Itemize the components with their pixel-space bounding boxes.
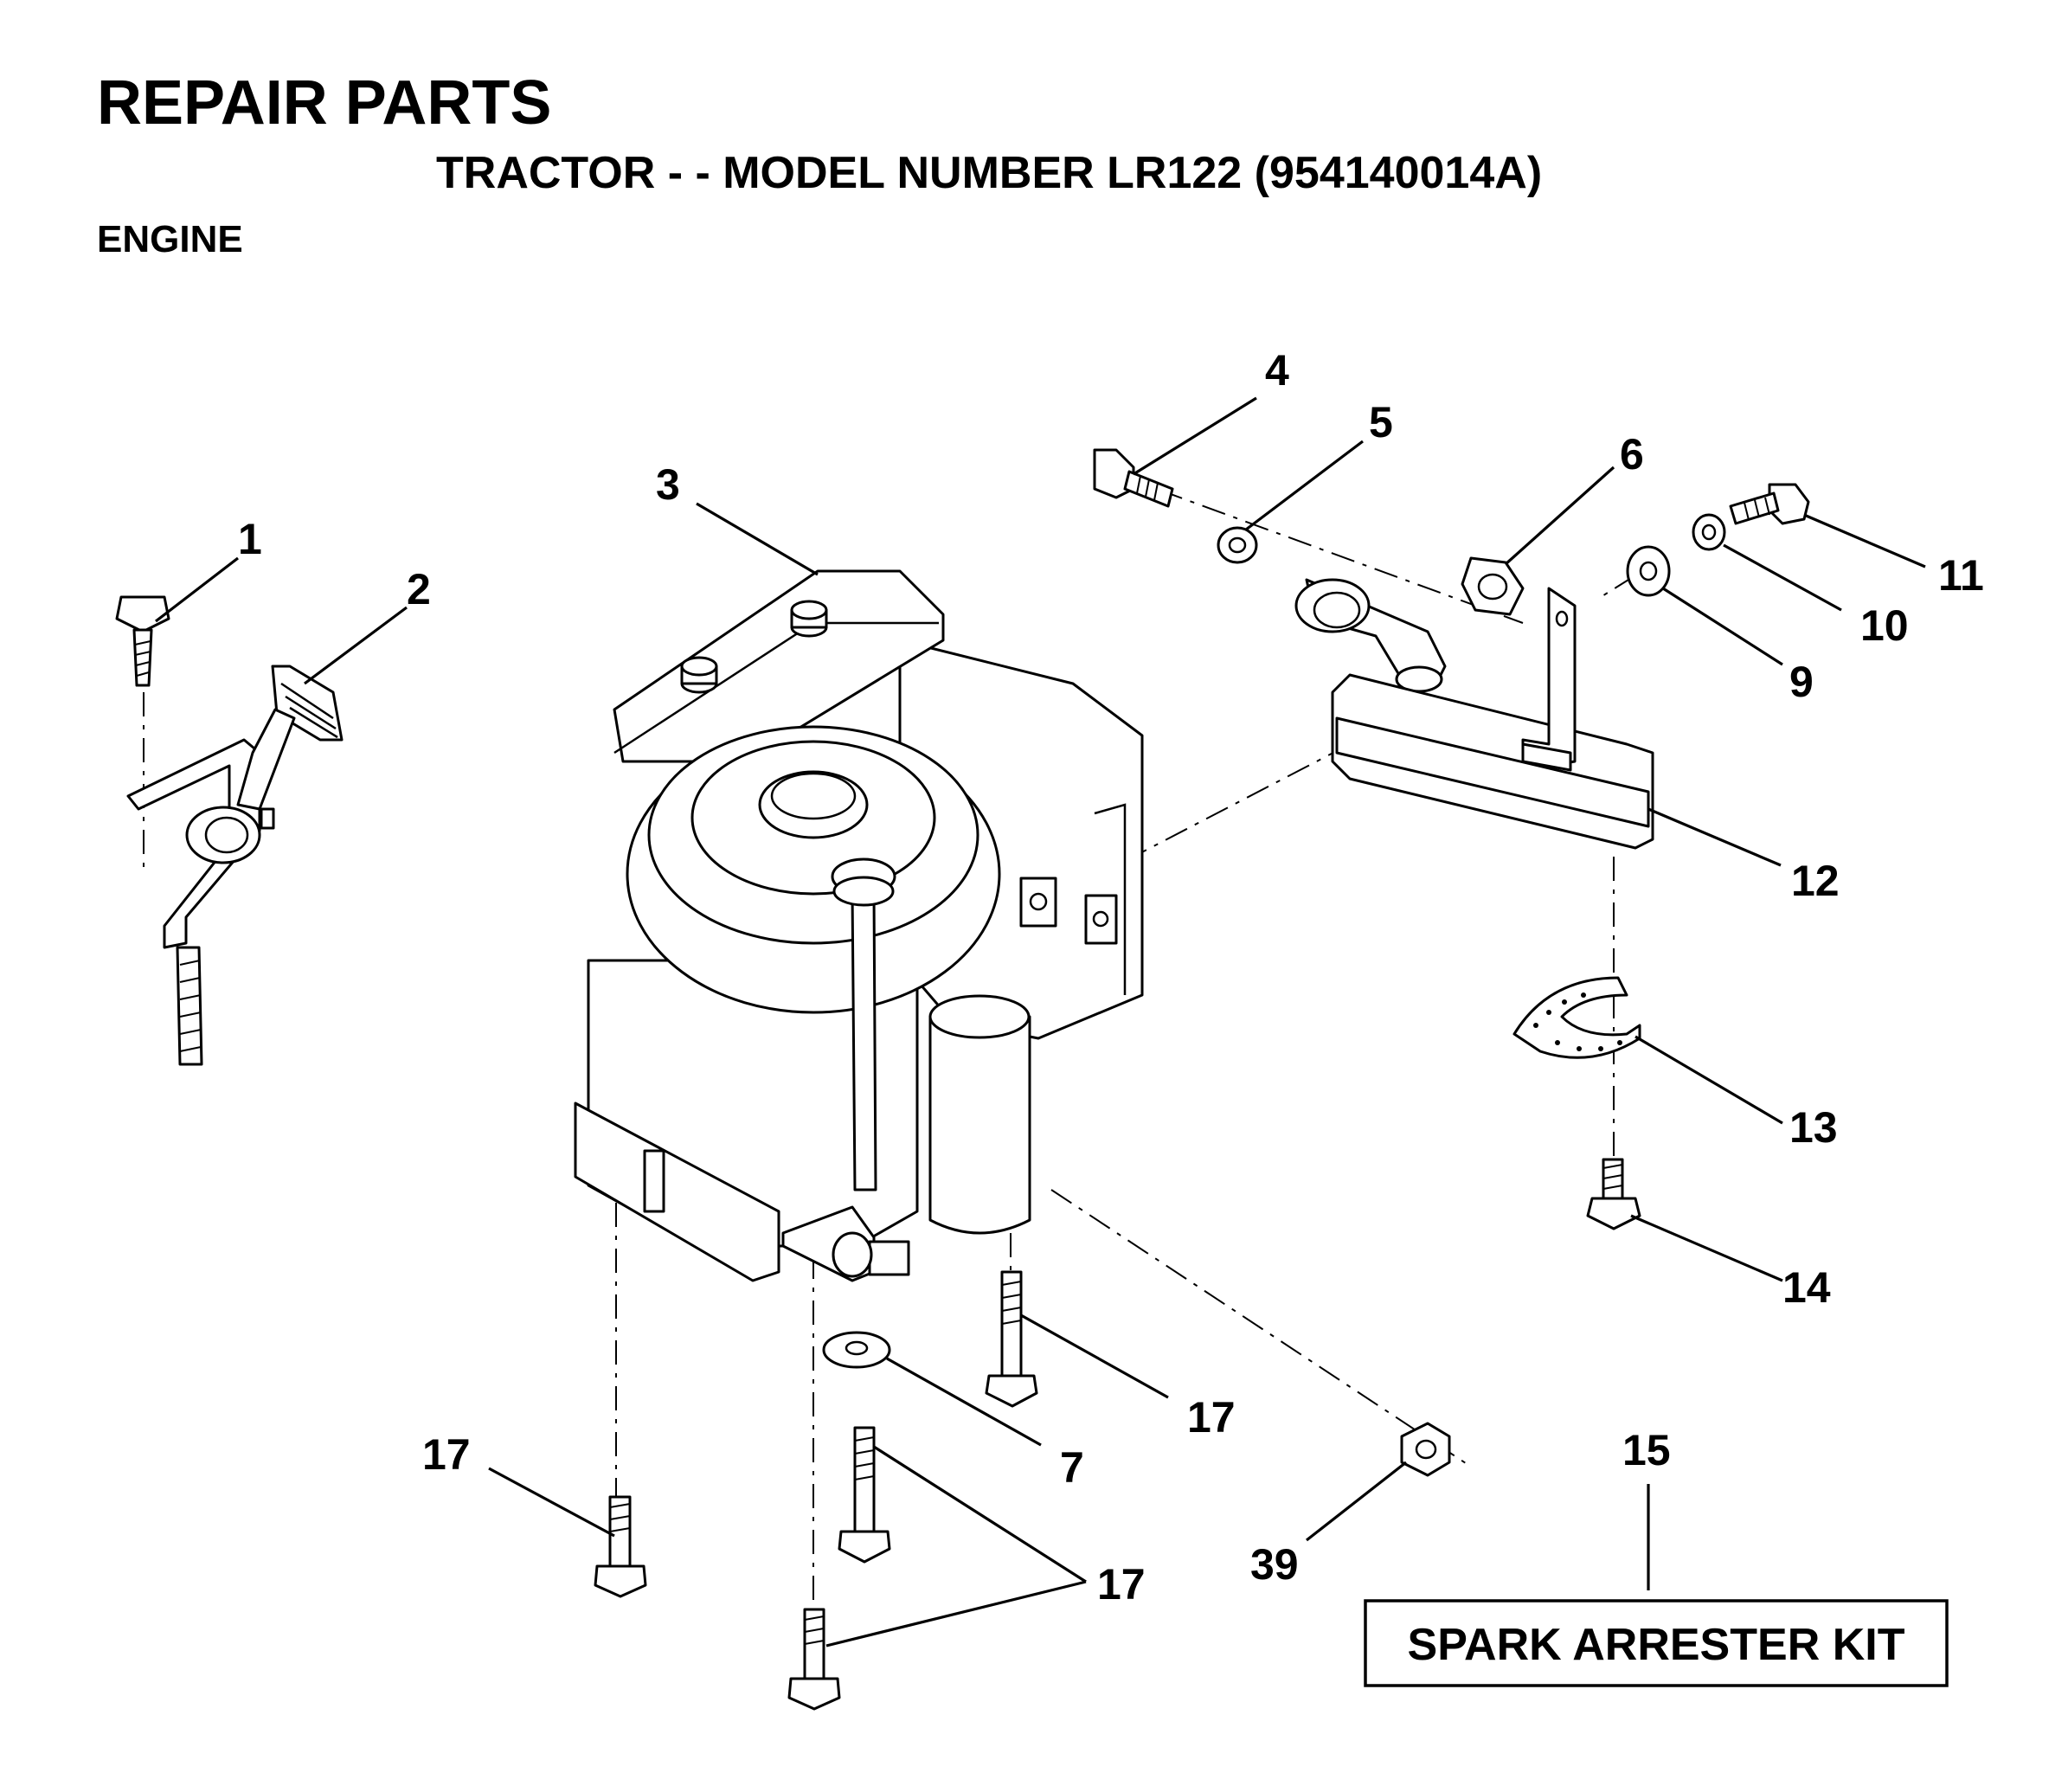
throttle-stud	[176, 946, 203, 1066]
mount-tab-b	[1084, 894, 1118, 945]
throttle-lever-arm	[236, 708, 296, 811]
callout-9: 9	[1789, 658, 1814, 706]
nut-39	[1400, 1422, 1451, 1477]
shroud-hub	[758, 770, 869, 839]
leader-14	[1630, 1214, 1783, 1282]
lockwasher-10	[1692, 513, 1726, 551]
oil-filter	[928, 1015, 1031, 1235]
exhaust-elbow-flange	[1294, 578, 1371, 633]
callout-17-right: 17	[1187, 1393, 1236, 1442]
section-label: ENGINE	[97, 218, 243, 260]
leader-5	[1245, 440, 1364, 531]
leader-6	[1504, 466, 1615, 566]
dipstick-tube	[851, 890, 877, 1191]
dipstick-handle-base	[832, 876, 895, 907]
engine-assembly	[574, 569, 1144, 1282]
sump-boss	[643, 1149, 665, 1213]
callout-12: 12	[1791, 857, 1840, 905]
top-cap-right-top	[790, 600, 828, 620]
bolt-1-shank	[132, 628, 153, 687]
lower-hardware	[594, 1270, 1451, 1711]
leader-lines	[155, 396, 1926, 1647]
callout-7: 7	[1060, 1443, 1084, 1492]
callout-15: 15	[1622, 1426, 1671, 1474]
callout-4: 4	[1265, 346, 1289, 395]
bolt-17-bottom-head	[787, 1677, 841, 1711]
callout-10: 10	[1860, 601, 1909, 650]
leader-11	[1803, 513, 1926, 568]
screw-14-head	[1586, 1197, 1641, 1230]
throttle-control	[115, 595, 344, 1066]
kit-label: SPARK ARRESTER KIT	[1408, 1620, 1905, 1670]
model-subtitle: TRACTOR - - MODEL NUMBER LR122 (95414001…	[436, 148, 1543, 198]
page-title: REPAIR PARTS	[97, 68, 552, 138]
mount-tab-a	[1019, 877, 1057, 928]
centerline-nut	[1050, 1189, 1472, 1468]
leader-39	[1306, 1461, 1407, 1542]
leader-12	[1647, 807, 1782, 867]
top-cap-left-top	[680, 656, 718, 677]
leader-17-right	[1020, 1313, 1169, 1399]
drain-plug	[868, 1240, 910, 1276]
callout-2: 2	[407, 565, 431, 613]
leader-17-left	[488, 1467, 615, 1538]
leader-9	[1662, 587, 1783, 666]
engine-top-cover	[613, 569, 945, 763]
bolt-17-right-head	[985, 1374, 1038, 1408]
exhaust-hardware	[1093, 448, 1810, 850]
bolt-4-shank	[1123, 470, 1174, 508]
leader-17-mid	[873, 1445, 1087, 1583]
assembly-centerlines	[143, 473, 1636, 1609]
leader-17-bottom	[825, 1580, 1087, 1647]
callout-1: 1	[238, 515, 262, 563]
kit-box	[1364, 1599, 1949, 1687]
star-washer-7	[822, 1331, 891, 1369]
centerline-muffler	[1133, 743, 1351, 857]
throttle-pivot-hole	[204, 816, 249, 854]
bolt-11-shank	[1729, 491, 1780, 525]
engine-sump	[574, 1102, 780, 1282]
throttle-stop	[260, 807, 275, 830]
mount-hole-a	[1029, 892, 1048, 911]
arrester-screen-13	[1512, 976, 1641, 1059]
callout-17-bottom: 17	[1097, 1560, 1146, 1609]
callout-numbers: 1 2 3 4 5 6 7 9 10 11 12 13 14 15 17 17 …	[238, 346, 1984, 1609]
leader-1	[155, 556, 239, 623]
block-rib	[1094, 803, 1127, 995]
leader-10	[1723, 543, 1842, 612]
leader-7	[886, 1357, 1042, 1447]
callout-3: 3	[656, 460, 680, 509]
bolt-1-head	[115, 595, 170, 633]
muffler-seam	[1335, 716, 1650, 828]
arrester-hardware	[1512, 976, 1641, 1230]
washer-5	[1217, 526, 1258, 564]
leader-2	[304, 606, 408, 685]
washer-9	[1626, 545, 1671, 597]
shroud-hub-inner	[770, 772, 857, 820]
callout-11: 11	[1938, 551, 1984, 600]
bolt-17-mid-head	[838, 1530, 891, 1564]
callout-5: 5	[1369, 398, 1393, 446]
centerline-exhaust-bolt	[1115, 473, 1524, 624]
gasket-6	[1461, 556, 1525, 616]
callout-6: 6	[1620, 430, 1644, 479]
callout-14: 14	[1782, 1263, 1831, 1312]
drain-elbow	[832, 1231, 873, 1278]
spark-arrester-kit: SPARK ARRESTER KIT	[1364, 1599, 1949, 1687]
leader-3	[696, 502, 819, 576]
muffler-bracket-foot	[1521, 742, 1572, 772]
mount-hole-b	[1092, 910, 1109, 928]
callout-13: 13	[1789, 1103, 1838, 1152]
leader-4	[1133, 396, 1257, 476]
callout-17-left: 17	[422, 1430, 471, 1479]
leader-13	[1634, 1035, 1783, 1125]
oil-filter-top	[928, 994, 1031, 1039]
callout-39: 39	[1250, 1540, 1299, 1589]
bolt-17-left-head	[594, 1564, 647, 1598]
throttle-pivot	[185, 806, 261, 864]
